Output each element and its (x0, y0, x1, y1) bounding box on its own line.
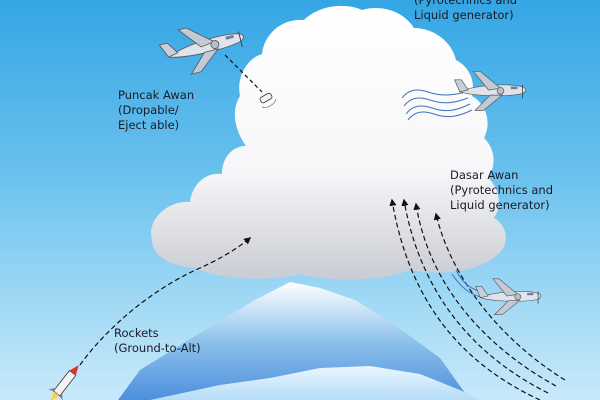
rockets-title: Rockets (114, 326, 159, 340)
rocket-trajectory-arrow (79, 237, 252, 366)
cloud-icon (150, 5, 506, 280)
dasar-awan-line: (Pyrotechnics and (450, 183, 554, 197)
rockets-line: (Ground-to-Alt) (114, 341, 201, 355)
puncak-awan-line: (Dropable/ (118, 103, 179, 117)
top-right-label-line: (Pyrotechnics and (414, 0, 518, 7)
drop-trajectory-line (224, 54, 263, 93)
dasar-awan-line: Liquid generator) (450, 198, 550, 212)
top-right-label-line: Liquid generator) (414, 8, 514, 22)
dasar-awan-label: Dasar Awan (Pyrotechnics and Liquid gene… (450, 168, 553, 213)
top-right-label: (Pyrotechnics and Liquid generator) (414, 0, 517, 23)
rocket-icon (48, 365, 79, 400)
puncak-awan-line: Eject able) (118, 118, 180, 132)
airplane-icon (475, 278, 542, 316)
puncak-awan-label: Puncak Awan (Dropable/ Eject able) (118, 88, 194, 133)
puncak-awan-title: Puncak Awan (118, 88, 195, 102)
airplane-icon (156, 14, 250, 81)
generator-trajectory-arrows (389, 198, 566, 400)
seeding-trail-lines (401, 89, 473, 121)
dasar-awan-title: Dasar Awan (450, 168, 519, 182)
mountain-icon (118, 282, 480, 400)
flare-canister-icon (259, 92, 277, 108)
rockets-label: Rockets (Ground-to-Alt) (114, 326, 201, 356)
